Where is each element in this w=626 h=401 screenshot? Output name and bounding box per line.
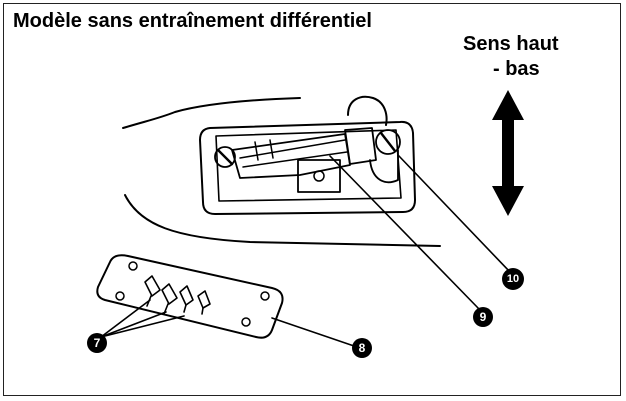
callout-7: 7: [87, 333, 107, 353]
callout-10: 10: [502, 268, 524, 290]
screw-right-icon: [375, 129, 401, 155]
throat-plate-opening: [199, 120, 416, 215]
machine-bed-outline: [122, 97, 301, 129]
callout-8: 8: [352, 338, 372, 358]
direction-label-line1: Sens haut: [463, 33, 559, 55]
thread-curve: [347, 95, 388, 126]
leader-lines: [100, 154, 511, 347]
callout-10-label: 10: [507, 273, 519, 285]
feed-bracket-right: [344, 127, 399, 184]
machine-bed-lower-outline: [124, 194, 441, 247]
callout-7-label: 7: [94, 336, 101, 350]
feed-dog: [231, 133, 351, 193]
up-down-arrow-icon: [492, 90, 524, 216]
screw-left-icon: [214, 146, 236, 168]
needle-plate: [96, 254, 284, 339]
direction-label-line2: - bas: [493, 58, 540, 80]
callout-9: 9: [473, 307, 493, 327]
plate-screws-icon: [144, 275, 211, 315]
callout-9-label: 9: [480, 310, 487, 324]
figure-title: Modèle sans entraînement différentiel: [13, 10, 372, 32]
callout-8-label: 8: [359, 341, 366, 355]
